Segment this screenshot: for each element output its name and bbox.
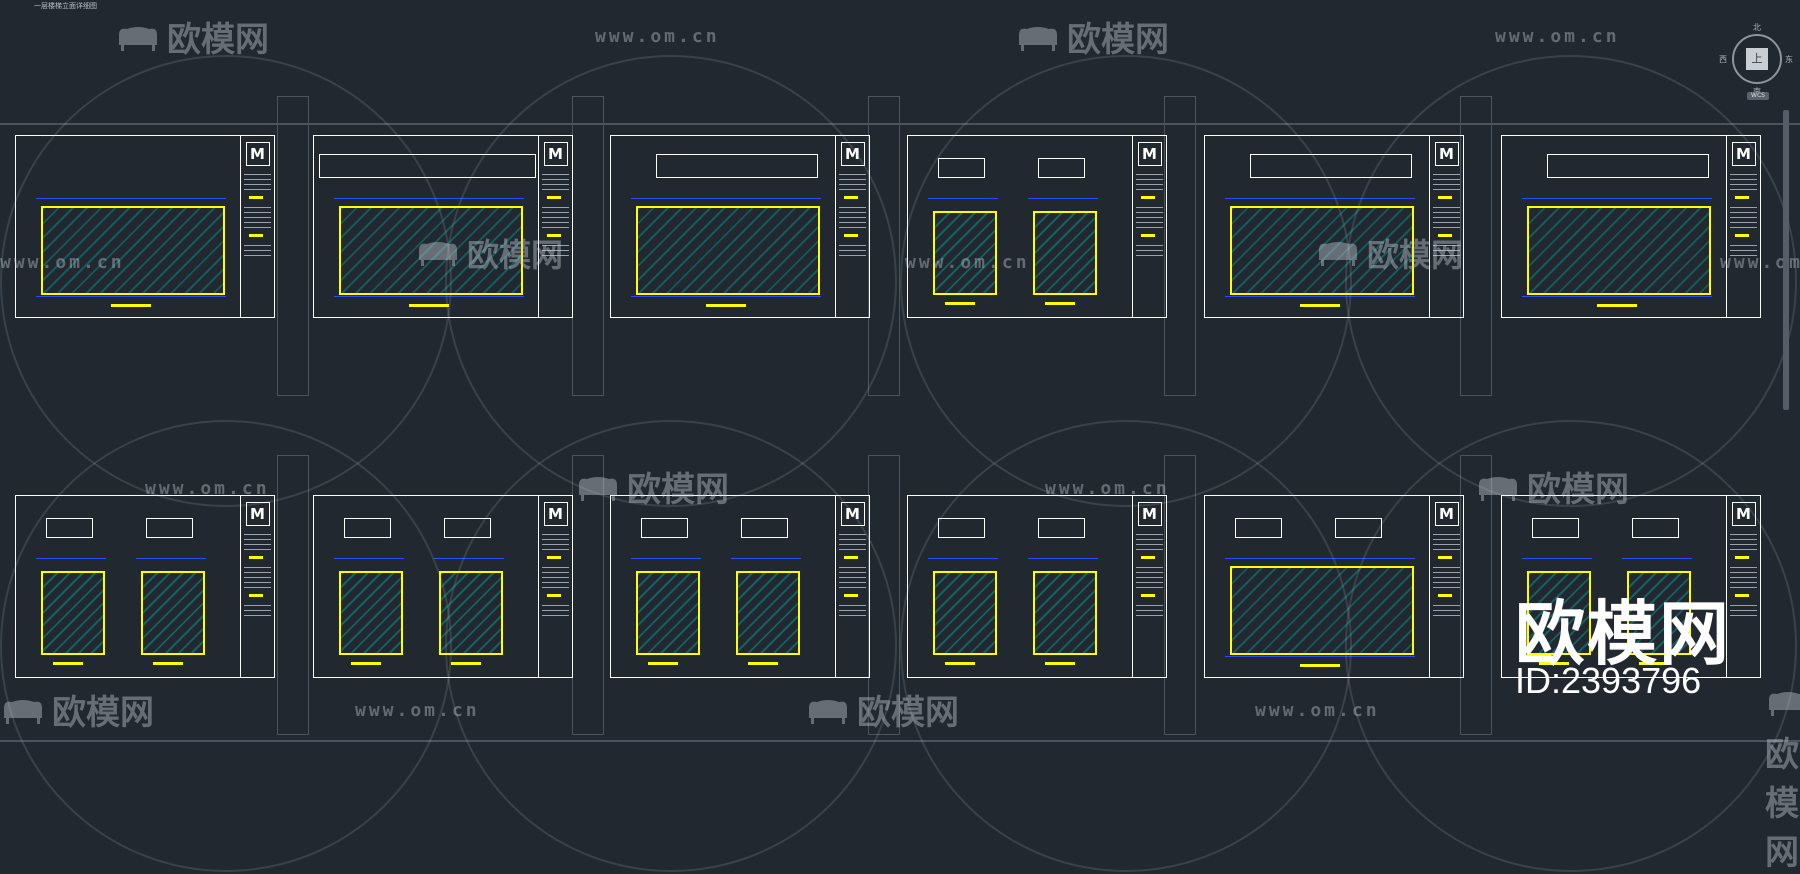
- brand-watermark-text: 欧模网: [1765, 734, 1799, 873]
- sofa-logo-icon: [1015, 22, 1061, 62]
- watermark-circle: [900, 420, 1352, 872]
- vertical-scrollbar[interactable]: [1783, 110, 1789, 410]
- watermark-circle: [0, 420, 452, 872]
- brand-watermark: 欧模网: [115, 12, 269, 62]
- compass-ring[interactable]: [1732, 34, 1782, 84]
- compass-west-label[interactable]: 西: [1719, 55, 1727, 64]
- model-id-label: ID:2393796: [1515, 660, 1702, 701]
- brand-watermark-large: 欧模网: [1515, 593, 1731, 675]
- compass-north-label[interactable]: 北: [1753, 23, 1761, 32]
- brand-watermark: 欧模网: [1015, 12, 1169, 62]
- url-watermark: www.om.cn: [1495, 26, 1620, 47]
- window-title-bar: 一层楼梯立面详细图: [0, 0, 1800, 12]
- brand-watermark-text: 欧模网: [1067, 20, 1169, 60]
- view-cube[interactable]: 北 西 东 南 上 WCS: [1719, 20, 1795, 110]
- brand-watermark-text: 欧模网: [167, 20, 269, 60]
- watermark-circle: [445, 420, 897, 872]
- view-cube-top-face[interactable]: 上: [1746, 48, 1768, 70]
- url-watermark: www.om.cn: [595, 26, 720, 47]
- window-title: 一层楼梯立面详细图: [34, 2, 97, 10]
- wcs-menu[interactable]: WCS: [1747, 92, 1769, 100]
- compass-east-label[interactable]: 东: [1785, 55, 1793, 64]
- sofa-logo-icon: [115, 22, 161, 62]
- compass-south-label[interactable]: 南: [1753, 86, 1761, 97]
